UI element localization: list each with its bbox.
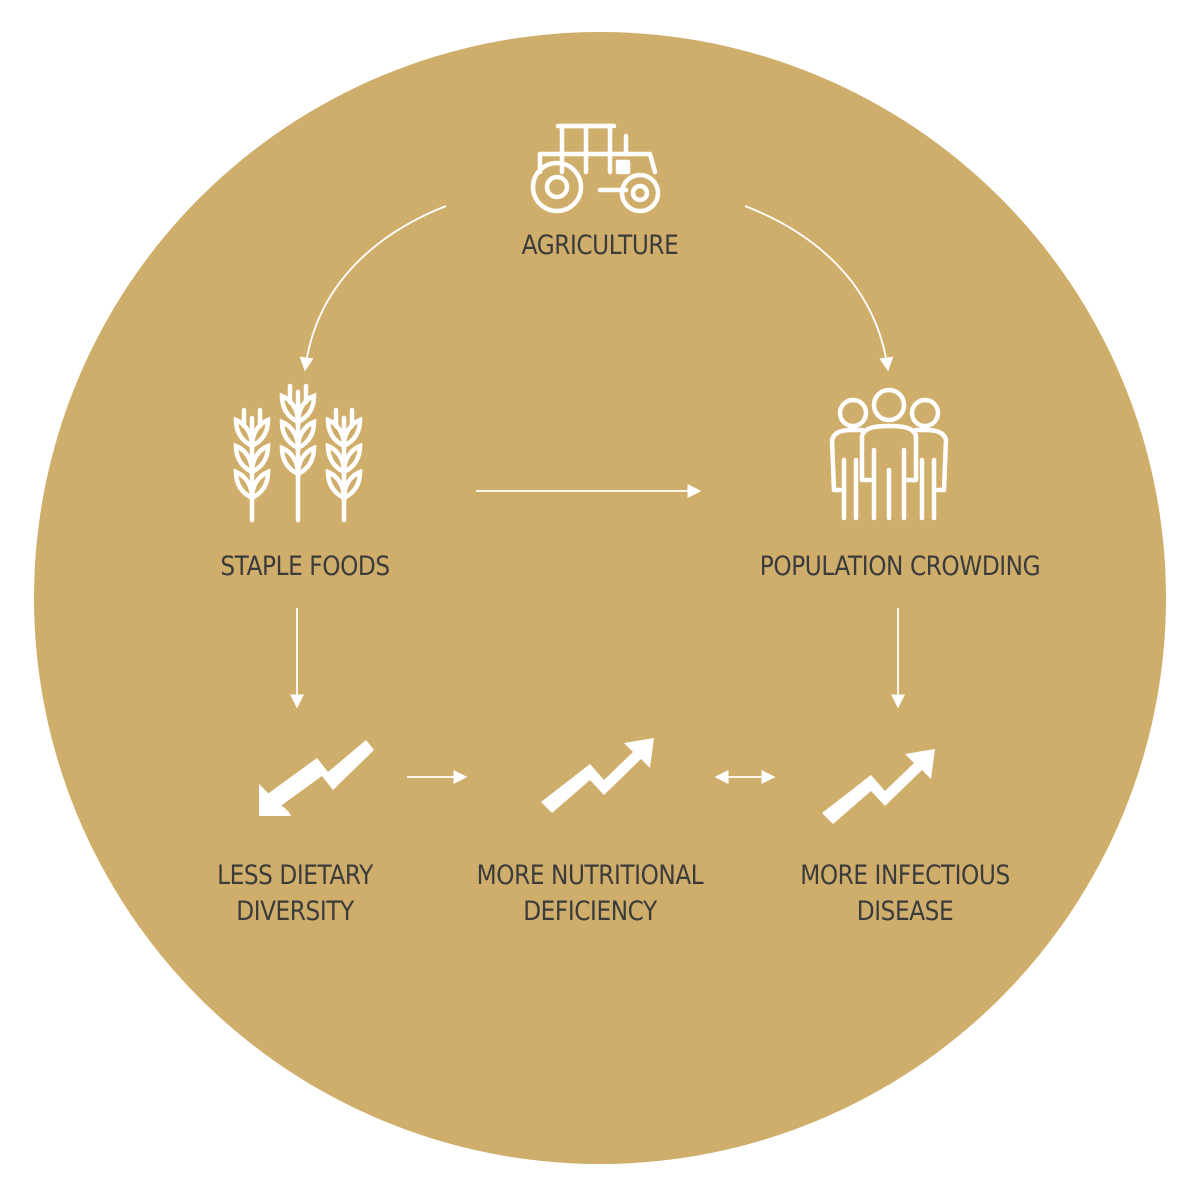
wheat-icon (233, 383, 363, 523)
node-label-less-dietary-diversity: LESS DIETARY DIVERSITY (170, 858, 419, 930)
background-circle (34, 32, 1166, 1164)
label-line: DISEASE (856, 896, 954, 927)
label-line: DEFICIENCY (523, 896, 657, 927)
trend-down-icon (259, 740, 374, 816)
node-label-staple-foods: STAPLE FOODS (220, 551, 390, 582)
trend-up-icon (822, 749, 935, 824)
label-line: LESS DIETARY (217, 860, 373, 891)
trend-up-icon (541, 738, 654, 813)
people-group-icon (829, 387, 949, 521)
arrow-agriculture-to-population-crowding (744, 205, 894, 372)
tractor-icon (530, 123, 661, 214)
node-label-population-crowding: POPULATION CROWDING (759, 551, 1041, 582)
label-line: MORE INFECTIOUS (800, 860, 1010, 891)
label-line: MORE NUTRITIONAL (476, 860, 704, 891)
node-label-agriculture: AGRICULTURE (521, 230, 679, 261)
node-label-more-nutritional-deficiency: MORE NUTRITIONAL DEFICIENCY (448, 858, 732, 930)
label-line: DIVERSITY (236, 896, 354, 927)
arrow-agriculture-to-staple-foods (299, 205, 447, 372)
node-label-more-infectious-disease: MORE INFECTIOUS DISEASE (767, 858, 1042, 930)
